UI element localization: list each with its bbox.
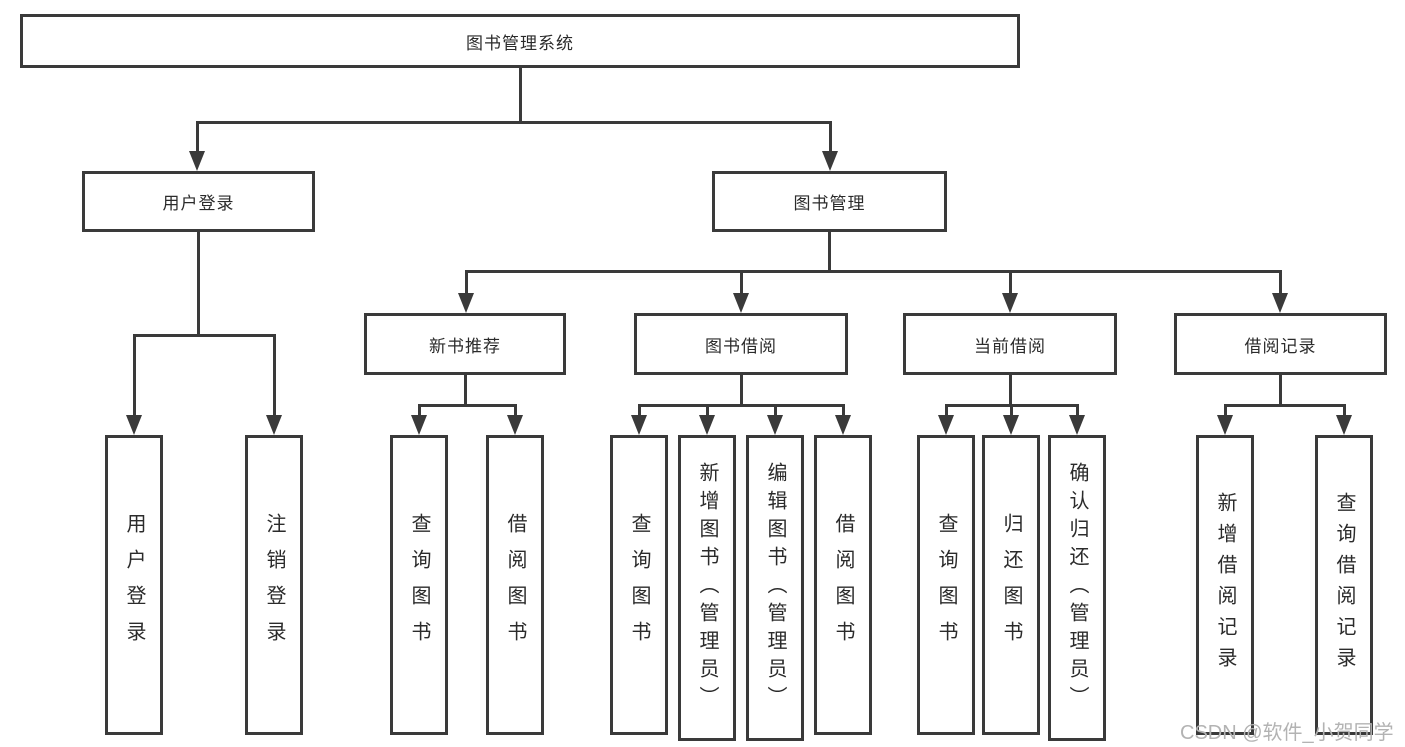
arrow-records-leaf-2 [1336, 415, 1352, 435]
connector-borrow-drop-3 [774, 404, 777, 417]
arrow-records-leaf-1 [1217, 415, 1233, 435]
node-user-login: 用户登录 [82, 171, 315, 232]
leaf-label: 借阅图书 [832, 513, 854, 657]
leaf-add-borrow-record: 新增借阅记录 [1196, 435, 1254, 735]
arrow-to-logout-leaf [266, 415, 282, 435]
arrow-borrow-leaf-4 [835, 415, 851, 435]
arrow-to-current-borrow [1002, 293, 1018, 313]
leaf-edit-books-admin: 编辑图书（管理员） [746, 435, 804, 741]
connector-borrow-drop-4 [842, 404, 845, 417]
connector-newbook-branch [418, 404, 517, 407]
connector-current-stem [1009, 375, 1012, 407]
leaf-label: 用户登录 [123, 513, 145, 657]
connector-root-drop-left [196, 121, 199, 153]
arrow-to-user-login-leaf [126, 415, 142, 435]
leaf-label: 归还图书 [1000, 513, 1022, 657]
node-library-management-system: 图书管理系统 [20, 14, 1020, 68]
connector-login-stem [197, 232, 200, 337]
leaf-label: 新增图书（管理员） [696, 462, 718, 714]
node-new-book-recommend: 新书推荐 [364, 313, 566, 375]
connector-mgmt-drop-4 [1279, 270, 1282, 295]
node-book-management: 图书管理 [712, 171, 947, 232]
connector-root-branch [196, 121, 832, 124]
leaf-label: 注销登录 [263, 513, 285, 657]
leaf-return-books: 归还图书 [982, 435, 1040, 735]
node-label: 用户登录 [162, 194, 235, 213]
connector-current-drop-1 [945, 404, 948, 417]
leaf-label: 确认归还（管理员） [1066, 462, 1088, 714]
connector-login-branch [133, 334, 276, 337]
connector-newbook-drop-2 [514, 404, 517, 417]
arrow-to-book-management [822, 151, 838, 171]
connector-mgmt-branch [465, 270, 1282, 273]
leaf-label: 查询借阅记录 [1333, 492, 1355, 678]
arrow-to-book-borrow [733, 293, 749, 313]
arrow-current-leaf-1 [938, 415, 954, 435]
arrow-current-leaf-3 [1069, 415, 1085, 435]
arrow-borrow-leaf-3 [767, 415, 783, 435]
node-label: 当前借阅 [974, 336, 1046, 356]
connector-borrow-drop-2 [706, 404, 709, 417]
arrow-to-user-login [189, 151, 205, 171]
leaf-label: 新增借阅记录 [1214, 492, 1236, 678]
node-label: 新书推荐 [429, 336, 501, 356]
connector-root-stem [519, 68, 522, 123]
connector-mgmt-drop-1 [465, 270, 468, 295]
connector-mgmt-drop-2 [740, 270, 743, 295]
leaf-borrow-books: 借阅图书 [814, 435, 872, 735]
connector-mgmt-drop-3 [1009, 270, 1012, 295]
leaf-borrow-query-books: 查询图书 [610, 435, 668, 735]
arrow-newbook-leaf-1 [411, 415, 427, 435]
leaf-label: 查询图书 [628, 513, 650, 657]
arrow-to-new-books [458, 293, 474, 313]
connector-newbook-drop-1 [418, 404, 421, 417]
arrow-to-borrow-records [1272, 293, 1288, 313]
node-label: 图书管理系统 [466, 33, 574, 53]
connector-mgmt-stem [828, 232, 831, 273]
node-label: 图书借阅 [705, 336, 777, 356]
connector-records-drop-1 [1224, 404, 1227, 417]
node-current-borrowing: 当前借阅 [903, 313, 1117, 375]
leaf-user-login: 用户登录 [105, 435, 163, 735]
connector-records-branch [1224, 404, 1346, 407]
leaf-newbook-borrow-books: 借阅图书 [486, 435, 544, 735]
leaf-add-books-admin: 新增图书（管理员） [678, 435, 736, 741]
leaf-newbook-query-books: 查询图书 [390, 435, 448, 735]
leaf-current-query-books: 查询图书 [917, 435, 975, 735]
arrow-borrow-leaf-1 [631, 415, 647, 435]
connector-borrow-stem [740, 375, 743, 407]
arrow-borrow-leaf-2 [699, 415, 715, 435]
node-label: 借阅记录 [1244, 336, 1317, 356]
connector-login-drop-1 [133, 334, 136, 417]
arrow-current-leaf-2 [1003, 415, 1019, 435]
node-book-borrowing: 图书借阅 [634, 313, 848, 375]
connector-login-drop-2 [273, 334, 276, 417]
leaf-label: 查询图书 [408, 513, 430, 657]
leaf-label: 查询图书 [935, 513, 957, 657]
connector-records-stem [1279, 375, 1282, 407]
arrow-newbook-leaf-2 [507, 415, 523, 435]
node-label: 图书管理 [793, 194, 866, 213]
connector-current-drop-3 [1076, 404, 1079, 417]
connector-borrow-branch [638, 404, 845, 407]
node-borrow-records: 借阅记录 [1174, 313, 1387, 375]
connector-borrow-drop-1 [638, 404, 641, 417]
csdn-watermark: CSDN @软件_小贺同学 [1180, 722, 1394, 744]
leaf-label: 借阅图书 [504, 513, 526, 657]
connector-current-drop-2 [1010, 404, 1013, 417]
leaf-logout: 注销登录 [245, 435, 303, 735]
connector-newbook-stem [464, 375, 467, 407]
leaf-label: 编辑图书（管理员） [764, 462, 786, 714]
leaf-confirm-return-admin: 确认归还（管理员） [1048, 435, 1106, 741]
connector-root-drop-right [829, 121, 832, 153]
leaf-query-borrow-record: 查询借阅记录 [1315, 435, 1373, 735]
connector-records-drop-2 [1343, 404, 1346, 417]
